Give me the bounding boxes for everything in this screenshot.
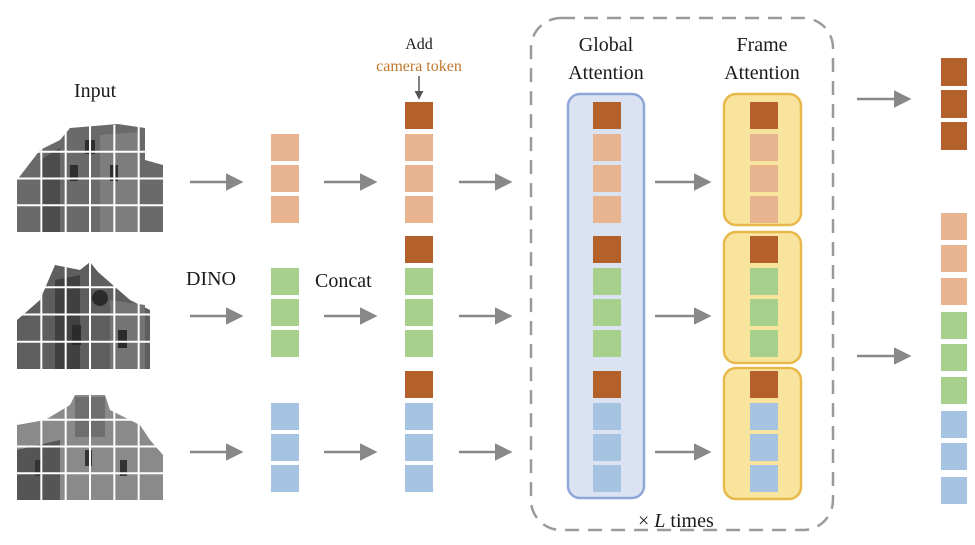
camera-token [750, 102, 778, 129]
patch-token [750, 465, 778, 492]
patch-token [593, 165, 621, 192]
dino-label: DINO [186, 268, 236, 290]
times-cross: × [638, 510, 650, 532]
output-token [941, 278, 967, 305]
patch-token [593, 434, 621, 461]
patch-token [750, 134, 778, 161]
patch-token [271, 134, 299, 161]
token-columns [271, 58, 967, 504]
patch-token [750, 299, 778, 326]
patch-token [271, 299, 299, 326]
patch-token [750, 434, 778, 461]
output-token [941, 213, 967, 240]
camera-token [405, 102, 433, 129]
patch-token [750, 403, 778, 430]
patch-token [405, 134, 433, 161]
patch-token [593, 403, 621, 430]
global-attention-title-line2: Attention [568, 62, 644, 84]
patch-token [405, 465, 433, 492]
frame-attention-title-line1: Frame [736, 34, 788, 56]
patch-token [271, 196, 299, 223]
patch-token [405, 434, 433, 461]
output-token [941, 312, 967, 339]
patch-token [271, 268, 299, 295]
frame-attention-title-line2: Attention [724, 62, 800, 84]
patch-token [593, 196, 621, 223]
patch-token [271, 165, 299, 192]
repeat-block-dashed-border [529, 16, 835, 532]
patch-token [405, 299, 433, 326]
frame-attention-box-2 [722, 230, 803, 365]
patch-token [750, 165, 778, 192]
patch-token [593, 268, 621, 295]
repeat-count-label: × L times [638, 510, 714, 532]
patch-token [405, 403, 433, 430]
patch-token [593, 299, 621, 326]
global-attention-box [566, 92, 646, 500]
camera-token [750, 236, 778, 263]
output-token [941, 245, 967, 272]
output-camera-token [941, 58, 967, 86]
times-variable: L [654, 510, 666, 532]
patch-grid [17, 125, 163, 500]
camera-token [593, 236, 621, 263]
patch-token [271, 330, 299, 357]
patch-token [271, 403, 299, 430]
patch-token [405, 268, 433, 295]
camera-token-label: camera token [376, 58, 462, 75]
frame-attention-box-3 [722, 366, 803, 501]
concat-label: Concat [315, 270, 372, 292]
camera-token [405, 236, 433, 263]
times-word: times [670, 510, 714, 532]
output-camera-token [941, 122, 967, 150]
output-token [941, 344, 967, 371]
camera-token [593, 371, 621, 398]
patch-token [593, 330, 621, 357]
output-token [941, 411, 967, 438]
global-attention-title-line1: Global [578, 34, 634, 56]
output-camera-token [941, 90, 967, 118]
patch-token [593, 465, 621, 492]
patch-token [593, 134, 621, 161]
camera-token [593, 102, 621, 129]
output-token [941, 477, 967, 504]
patch-token [405, 196, 433, 223]
patch-token [750, 196, 778, 223]
input-label: Input [74, 80, 117, 102]
output-token [941, 443, 967, 470]
camera-token [405, 371, 433, 398]
patch-token [750, 268, 778, 295]
camera-token [750, 371, 778, 398]
add-label: Add [405, 36, 433, 53]
patch-token [750, 330, 778, 357]
patch-token [405, 165, 433, 192]
patch-token [271, 434, 299, 461]
output-token [941, 377, 967, 404]
flow-arrows [190, 90, 912, 461]
patch-token [405, 330, 433, 357]
patch-token [271, 465, 299, 492]
